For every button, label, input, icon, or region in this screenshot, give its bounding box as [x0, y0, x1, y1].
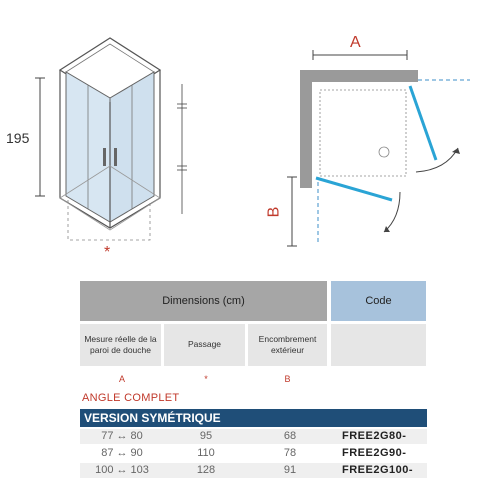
header-code: Code	[331, 281, 426, 321]
cell-passage: 110	[197, 447, 215, 459]
table-row: 87 ↔ 90 110 78 FREE2G90-	[80, 446, 427, 461]
shower-tray	[59, 165, 161, 231]
door-handle-left	[103, 148, 106, 166]
height-dimension-label: 195	[6, 130, 30, 146]
passage-marker: *	[104, 244, 111, 261]
cell-mesure: 87 ↔ 90	[101, 447, 143, 459]
door-bottom	[315, 176, 393, 202]
cell-code: FREE2G90-	[342, 447, 407, 459]
dimension-a-label: A	[350, 34, 361, 51]
cell-code: FREE2G80-	[342, 430, 407, 442]
wall-top	[300, 70, 418, 82]
enclosure-drawing	[35, 37, 470, 247]
cell-passage: 95	[199, 430, 213, 442]
letter-passage: *	[204, 374, 208, 384]
col-header-passage: Passage	[164, 324, 245, 366]
drain	[378, 146, 390, 158]
angle-title: ANGLE COMPLET	[82, 392, 180, 404]
wall-left	[300, 70, 312, 188]
letter-b: B	[284, 374, 291, 384]
tray-outline	[319, 89, 407, 177]
cell-mesure: 100 ↔ 103	[95, 464, 149, 476]
cell-passage: 128	[196, 464, 216, 476]
col-header-code-blank	[331, 324, 426, 366]
table-row: 100 ↔ 103 128 91 FREE2G100-	[80, 463, 427, 478]
letter-a: A	[118, 374, 125, 384]
cell-encombrement: 91	[283, 464, 297, 476]
door-right	[408, 85, 438, 161]
cell-encombrement: 68	[283, 430, 297, 442]
header-dimensions: Dimensions (cm)	[80, 281, 327, 321]
col-header-encombrement: Encombrement extérieur	[248, 324, 327, 366]
cell-code: FREE2G100-	[342, 464, 414, 476]
swing-arc-right	[415, 147, 459, 173]
cell-mesure: 77 ↔ 80	[101, 430, 143, 442]
table-row: 77 ↔ 80 95 68 FREE2G80-	[80, 429, 427, 444]
col-header-mesure: Mesure réelle de la paroi de douche	[80, 324, 161, 366]
dimension-b-label: B	[265, 206, 283, 218]
door-handle-right	[114, 148, 117, 166]
cell-encombrement: 78	[283, 447, 297, 459]
version-title: VERSION SYMÉTRIQUE	[80, 409, 427, 427]
